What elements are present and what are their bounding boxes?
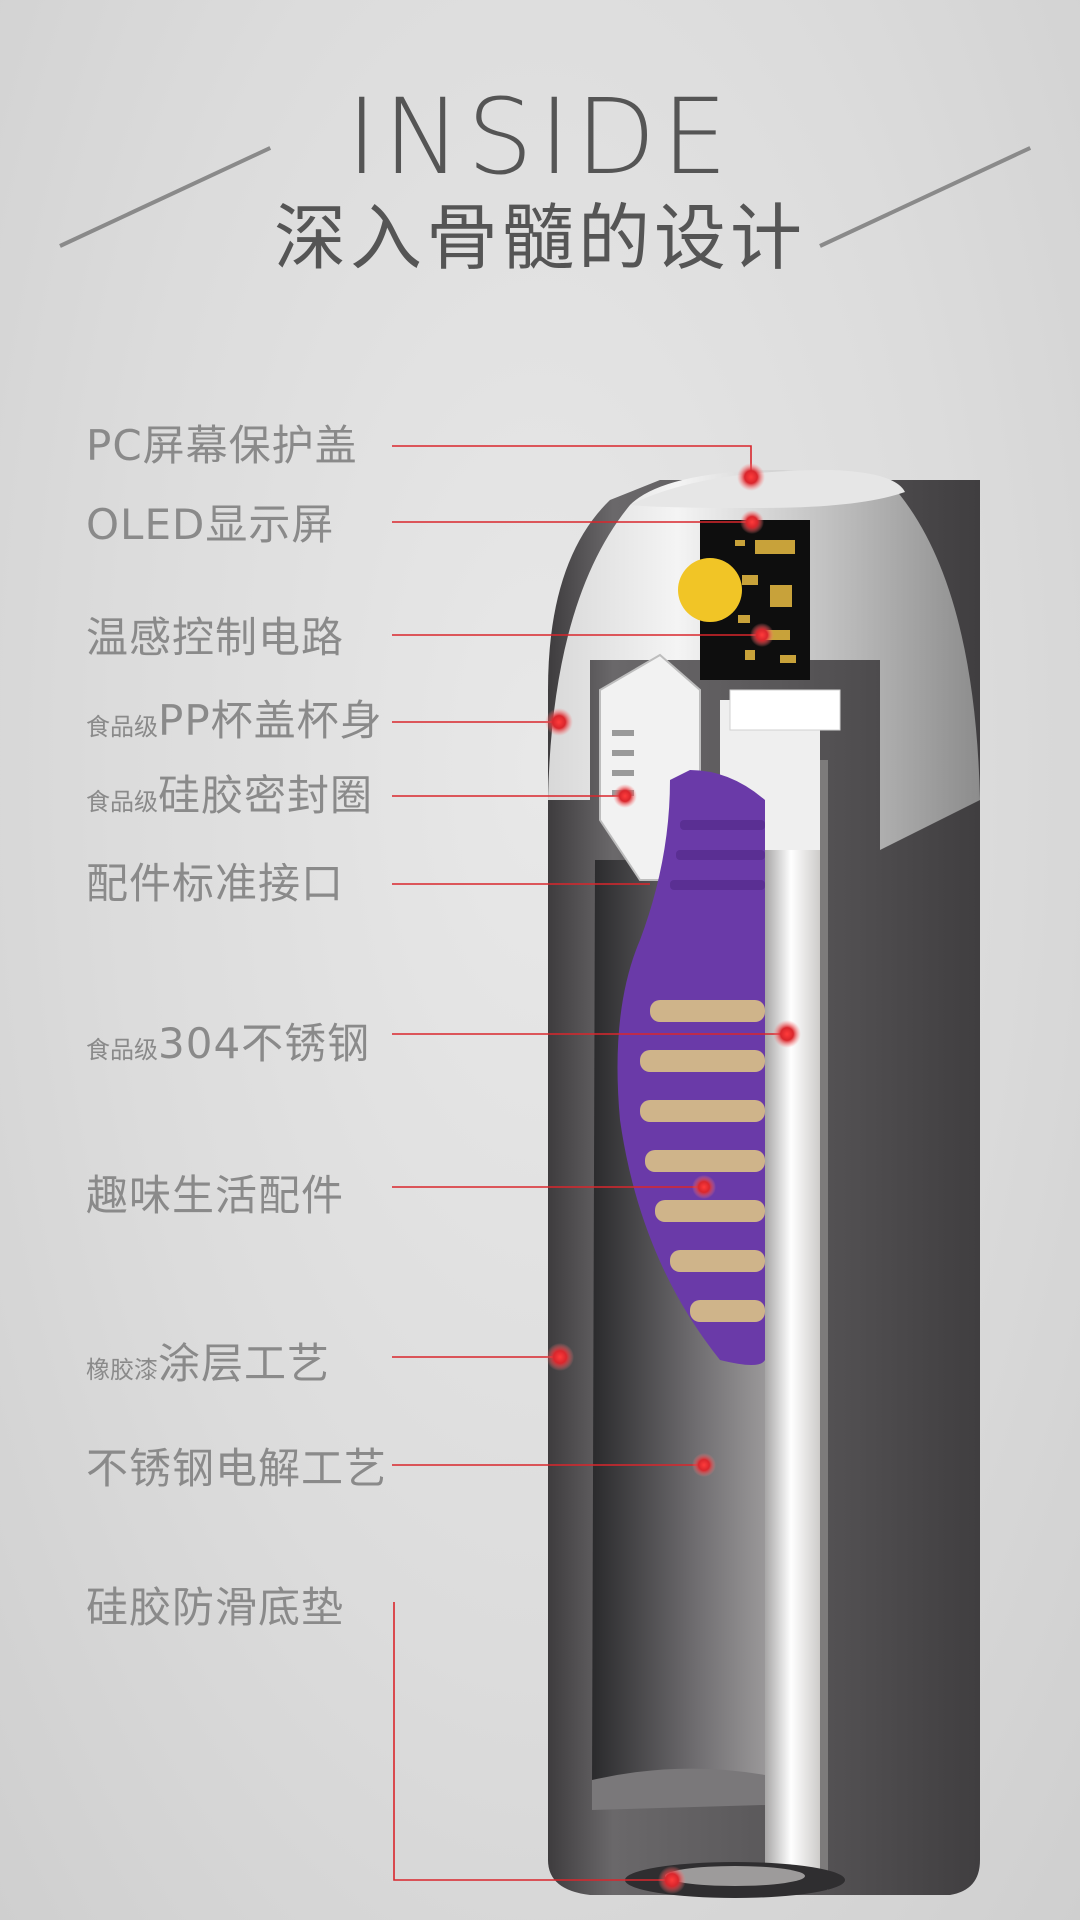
- label-text: 温感控制电路: [86, 613, 345, 662]
- circuit-board: [678, 520, 810, 680]
- label-text: PP杯盖杯身: [158, 696, 383, 745]
- title-inside: INSIDE: [346, 76, 734, 198]
- label-anti-slip-pad: 硅胶防滑底垫: [86, 1587, 344, 1629]
- label-text: 硅胶密封圈: [158, 771, 374, 820]
- label-text: 涂层工艺: [158, 1339, 331, 1388]
- label-text: 趣味生活配件: [86, 1171, 345, 1220]
- marker-dots: [545, 463, 801, 1894]
- label-rubber-coating: 橡胶漆涂层工艺: [86, 1343, 330, 1385]
- label-prefix: 食品级: [86, 1036, 158, 1064]
- label-oled-display: OLED显示屏: [86, 504, 334, 546]
- label-prefix: 食品级: [86, 713, 158, 741]
- label-text: OLED显示屏: [86, 500, 335, 549]
- label-prefix: 食品级: [86, 788, 158, 816]
- label-text: 304不锈钢: [158, 1019, 371, 1068]
- label-temperature-circuit: 温感控制电路: [86, 617, 344, 659]
- label-pp-lid-body: 食品级PP杯盖杯身: [86, 700, 383, 742]
- infuser-accessory: [617, 770, 765, 1365]
- label-silicone-seal: 食品级硅胶密封圈: [86, 775, 373, 817]
- label-electrolysis: 不锈钢电解工艺: [86, 1448, 387, 1490]
- label-text: 不锈钢电解工艺: [86, 1444, 388, 1493]
- label-fun-accessory: 趣味生活配件: [86, 1175, 344, 1217]
- label-pc-screen-cover: PC屏幕保护盖: [86, 425, 358, 467]
- label-text: 配件标准接口: [86, 859, 345, 908]
- label-text: 硅胶防滑底垫: [86, 1583, 345, 1632]
- label-accessory-interface: 配件标准接口: [86, 863, 344, 905]
- label-text: PC屏幕保护盖: [86, 421, 358, 470]
- label-prefix: 橡胶漆: [86, 1356, 158, 1384]
- label-304-steel: 食品级304不锈钢: [86, 1023, 370, 1065]
- title-subtitle: 深入骨髓的设计: [273, 196, 806, 280]
